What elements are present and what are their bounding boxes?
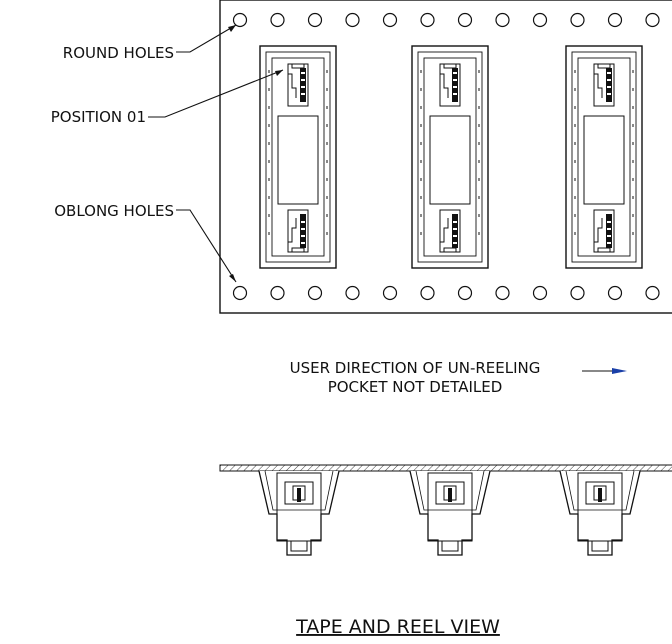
round-hole (457, 12, 473, 28)
carrier-tape-outline (219, 0, 672, 314)
oblong-hole (382, 285, 398, 301)
pockets (259, 45, 643, 269)
position-01-arrowhead (275, 70, 283, 76)
position-01-leader (148, 69, 284, 118)
round-hole (270, 12, 285, 28)
oblong-hole (270, 285, 285, 301)
oblong-hole (232, 285, 248, 301)
oblong-hole (457, 285, 473, 301)
tape-side-view (219, 464, 672, 556)
component-pocket (259, 45, 337, 269)
side-pocket (409, 470, 491, 556)
round-holes-arrowhead (228, 25, 236, 32)
side-pocket (258, 470, 340, 556)
round-holes-row (232, 12, 660, 28)
side-pocket (559, 470, 641, 556)
tape-cross-section (219, 464, 672, 472)
tape-top-view (219, 0, 672, 314)
round-hole (607, 12, 623, 28)
oblong-hole (345, 285, 360, 301)
oblong-hole (532, 285, 548, 301)
callout-leaders (148, 24, 284, 283)
oblong-hole (495, 285, 510, 301)
oblong-holes-row (232, 285, 660, 301)
round-hole (420, 12, 435, 28)
pocket-note: POCKET NOT DETAILED (328, 378, 503, 396)
position-01-label: POSITION 01 (51, 108, 146, 126)
round-hole (382, 12, 398, 28)
component-pocket (565, 45, 643, 269)
oblong-hole (570, 285, 585, 301)
direction-arrow-icon (582, 368, 627, 374)
oblong-hole (307, 285, 323, 301)
round-holes-leader (176, 24, 237, 53)
view-title: TAPE AND REEL VIEW (295, 616, 500, 638)
round-hole (532, 12, 548, 28)
round-hole (645, 12, 660, 28)
oblong-holes-label: OBLONG HOLES (54, 202, 174, 220)
oblong-hole (645, 285, 660, 301)
side-pockets (258, 470, 641, 556)
oblong-holes-arrowhead (229, 274, 236, 282)
oblong-hole (607, 285, 623, 301)
oblong-holes-leader (176, 209, 237, 283)
component-pocket (411, 45, 489, 269)
round-holes-label: ROUND HOLES (63, 44, 174, 62)
round-hole (570, 12, 585, 28)
round-hole (232, 12, 248, 28)
round-hole (345, 12, 360, 28)
oblong-hole (420, 285, 435, 301)
direction-note: USER DIRECTION OF UN-REELING (290, 359, 541, 377)
round-hole (495, 12, 510, 28)
round-hole (307, 12, 323, 28)
